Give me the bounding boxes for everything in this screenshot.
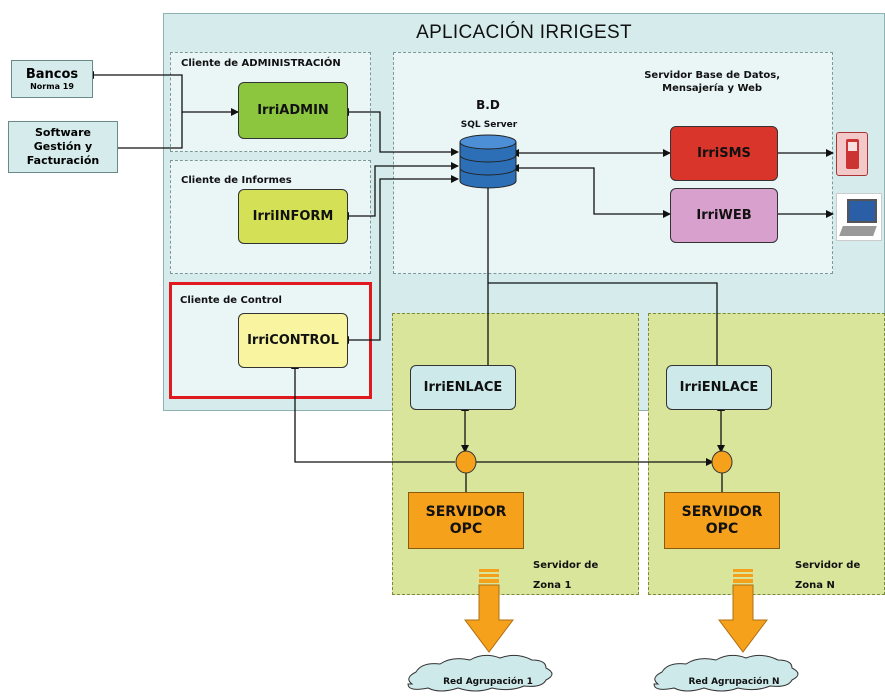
server-label: Servidor Base de Datos, Mensajería y Web [644, 69, 780, 95]
admin-client-label: Cliente de ADMINISTRACIÓN [181, 58, 341, 69]
software-box: Software Gestión y Facturación [8, 121, 118, 173]
control-client-label: Cliente de Control [180, 295, 282, 306]
server-label-line1: Servidor Base de Datos, [644, 70, 780, 81]
irriinform-node: IrriINFORM [238, 189, 348, 244]
mobile-phone-icon [836, 132, 868, 176]
diagram-title: APLICACIÓN IRRIGEST [416, 22, 632, 43]
zone-1-down-arrow [464, 569, 514, 653]
opc-server-zone-1: SERVIDOR OPC [408, 492, 524, 549]
opc-server-zone-n: SERVIDOR OPC [664, 492, 780, 549]
zone-n-label-line1: Servidor de [795, 560, 861, 571]
opc-zone-n-line2: OPC [705, 520, 739, 537]
bancos-box: Bancos Norma 19 [11, 60, 93, 98]
irrienlace-zone-n-node: IrriENLACE [666, 365, 772, 410]
software-line1: Software [35, 126, 91, 139]
network-1-label: Red Agrupación 1 [443, 677, 533, 687]
software-line2: Gestión y [33, 140, 93, 153]
network-n-label: Red Agrupación N [688, 677, 780, 687]
zone-1-label: Servidor de Zona 1 [533, 556, 598, 596]
computer-icon [836, 193, 882, 241]
irrisms-node: IrriSMS [670, 126, 778, 181]
software-line3: Facturación [26, 154, 100, 167]
irriweb-node: IrriWEB [670, 188, 778, 243]
network-cloud-n [653, 654, 799, 692]
network-cloud-1 [407, 654, 553, 692]
inform-client-label: Cliente de Informes [181, 175, 292, 186]
bancos-subtitle: Norma 19 [30, 82, 74, 91]
bancos-title: Bancos [25, 67, 79, 82]
zone-n-junction [711, 450, 733, 474]
zone-n-down-arrow [718, 569, 768, 653]
zone-n-label: Servidor de Zona N [795, 556, 860, 596]
opc-zone-1-line2: OPC [449, 520, 483, 537]
irricontrol-node: IrriCONTROL [238, 313, 348, 368]
zone-n-label-line2: Zona N [795, 580, 835, 591]
opc-zone-n-line1: SERVIDOR [681, 503, 763, 520]
server-label-line2: Mensajería y Web [662, 83, 763, 94]
zone-1-label-line2: Zona 1 [533, 580, 572, 591]
irrienlace-zone-1-node: IrriENLACE [410, 365, 516, 410]
zone-1-junction [455, 450, 477, 474]
opc-zone-1-line1: SERVIDOR [425, 503, 507, 520]
zone-1-label-line1: Servidor de [533, 560, 599, 571]
irriadmin-node: IrriADMIN [238, 82, 348, 139]
db-title: B.D [476, 98, 500, 112]
db-subtitle: SQL Server [460, 120, 518, 130]
